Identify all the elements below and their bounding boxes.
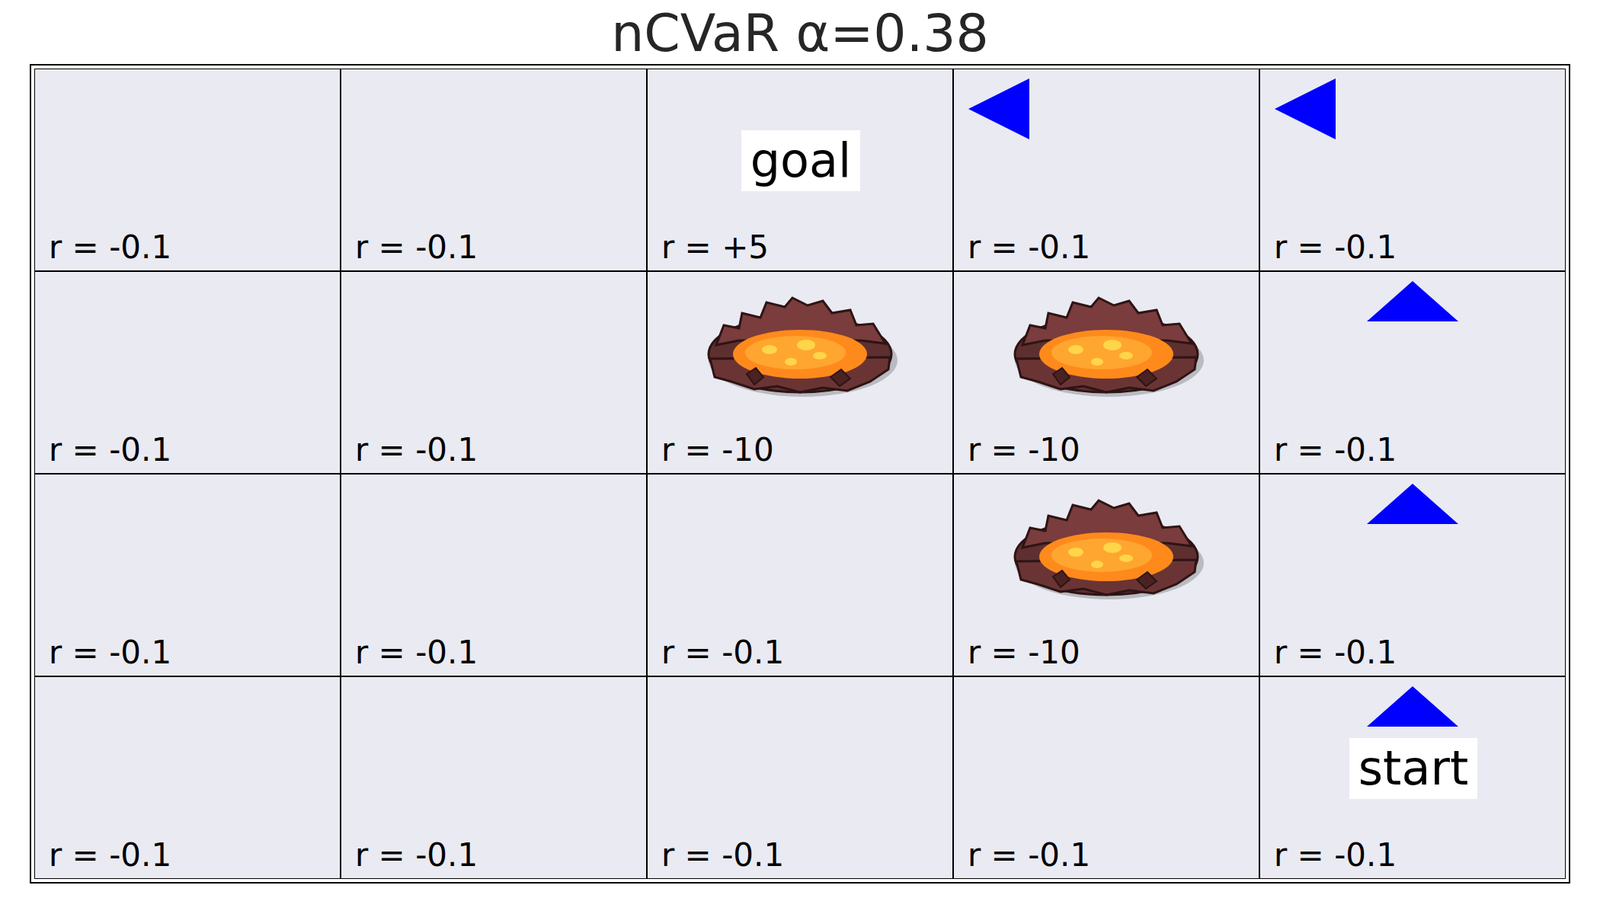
reward-label: r = -10 (967, 432, 1081, 469)
reward-label: r = -0.1 (1273, 837, 1397, 874)
grid-cell: r = +5 goal (646, 68, 954, 272)
reward-label: r = -0.1 (48, 634, 172, 672)
reward-label: r = -0.1 (1273, 634, 1397, 672)
marker-label: goal (750, 133, 852, 189)
grid-cell: r = -0.1 (340, 271, 647, 474)
grid-cell: r = -0.1 (953, 676, 1260, 880)
grid-cell: r = -0.1 (34, 68, 341, 272)
grid-cell: r = -0.1 (34, 271, 341, 474)
grid-cell: r = -0.1 (646, 473, 954, 677)
grid-cell: r = -0.1 (340, 676, 647, 880)
reward-label: r = -0.1 (48, 229, 172, 266)
reward-label: r = -0.1 (48, 837, 172, 874)
reward-label: r = -0.1 (355, 837, 478, 874)
grid-cell: r = -0.1 (1259, 68, 1566, 272)
grid-cell: r = -0.1 (646, 676, 954, 880)
grid-cell: r = -0.1 (1259, 271, 1566, 474)
grid-cell: r = -0.1 (340, 68, 647, 272)
reward-label: r = -0.1 (48, 432, 172, 469)
grid-cell: r = -10 (646, 271, 954, 474)
grid-cell: r = -0.1 (953, 68, 1260, 272)
reward-label: r = -0.1 (355, 634, 478, 672)
marker-box: start (1349, 738, 1478, 800)
grid-cell: r = -0.1 (34, 473, 341, 677)
grid-cell: r = -0.1 (340, 473, 647, 677)
reward-label: r = -0.1 (967, 229, 1091, 266)
grid-cell: r = -0.1 (1259, 473, 1566, 677)
marker-label: start (1358, 741, 1469, 797)
grid-cell: r = -10 (953, 473, 1260, 677)
reward-label: r = -0.1 (1273, 229, 1397, 266)
grid-cell: r = -10 (953, 271, 1260, 474)
reward-label: r = -10 (661, 432, 775, 469)
reward-label: r = -0.1 (355, 432, 478, 469)
reward-label: r = -0.1 (355, 229, 478, 266)
reward-label: r = -10 (967, 634, 1081, 672)
grid-cell: r = -0.1 (34, 676, 341, 880)
marker-box: goal (741, 130, 861, 192)
reward-label: r = +5 (661, 229, 769, 266)
reward-label: r = -0.1 (1273, 432, 1397, 469)
grid-cell: r = -0.1 start (1259, 676, 1566, 880)
plot-title: nCVaR α=0.38 (0, 3, 1600, 64)
reward-label: r = -0.1 (661, 634, 784, 672)
reward-label: r = -0.1 (967, 837, 1091, 874)
reward-label: r = -0.1 (661, 837, 784, 874)
